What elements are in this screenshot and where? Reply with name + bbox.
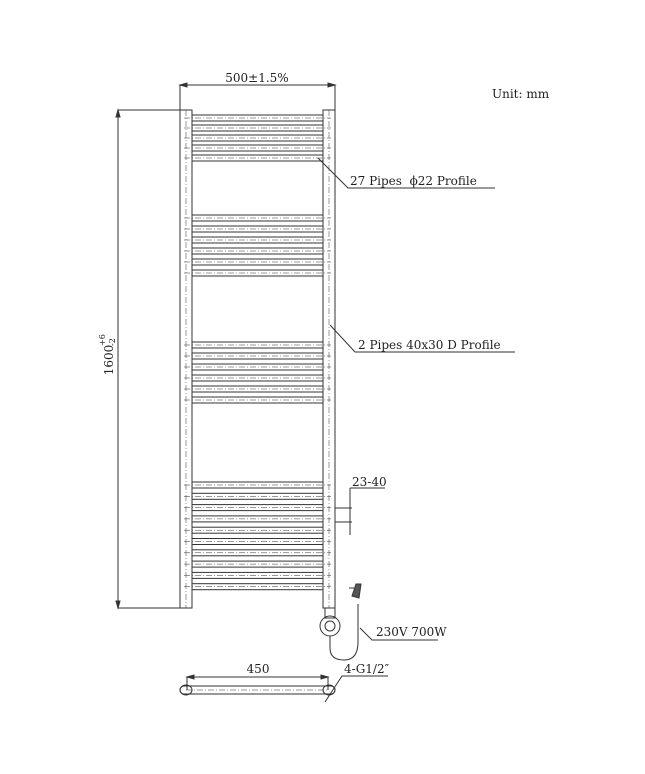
wall-distance-label: 23-40	[352, 475, 387, 489]
wall-distance-dimension	[335, 487, 385, 535]
heating-element	[319, 583, 438, 661]
height-tol-upper: +6	[98, 334, 107, 346]
height-label: 1600	[102, 345, 116, 376]
unit-label: Unit: mm	[492, 87, 550, 101]
pipe-centers-label: 450	[247, 662, 270, 676]
width-dimension	[178, 82, 337, 110]
pipes-callout: 27 Pipes ϕ22 Profile	[350, 174, 477, 188]
connections-callout: 4-G1/2″	[344, 662, 390, 676]
width-label: 500±1.5%	[225, 71, 288, 85]
height-dimension	[115, 108, 180, 610]
rail-leader	[329, 324, 515, 353]
bottom-view	[179, 674, 388, 703]
pipes-leader	[317, 157, 495, 189]
rails-callout: 2 Pipes 40x30 D Profile	[358, 338, 501, 352]
heater-callout: 230V 700W	[376, 625, 447, 639]
height-tol-lower: -2	[108, 338, 117, 346]
horizontal-pipes	[184, 114, 331, 591]
